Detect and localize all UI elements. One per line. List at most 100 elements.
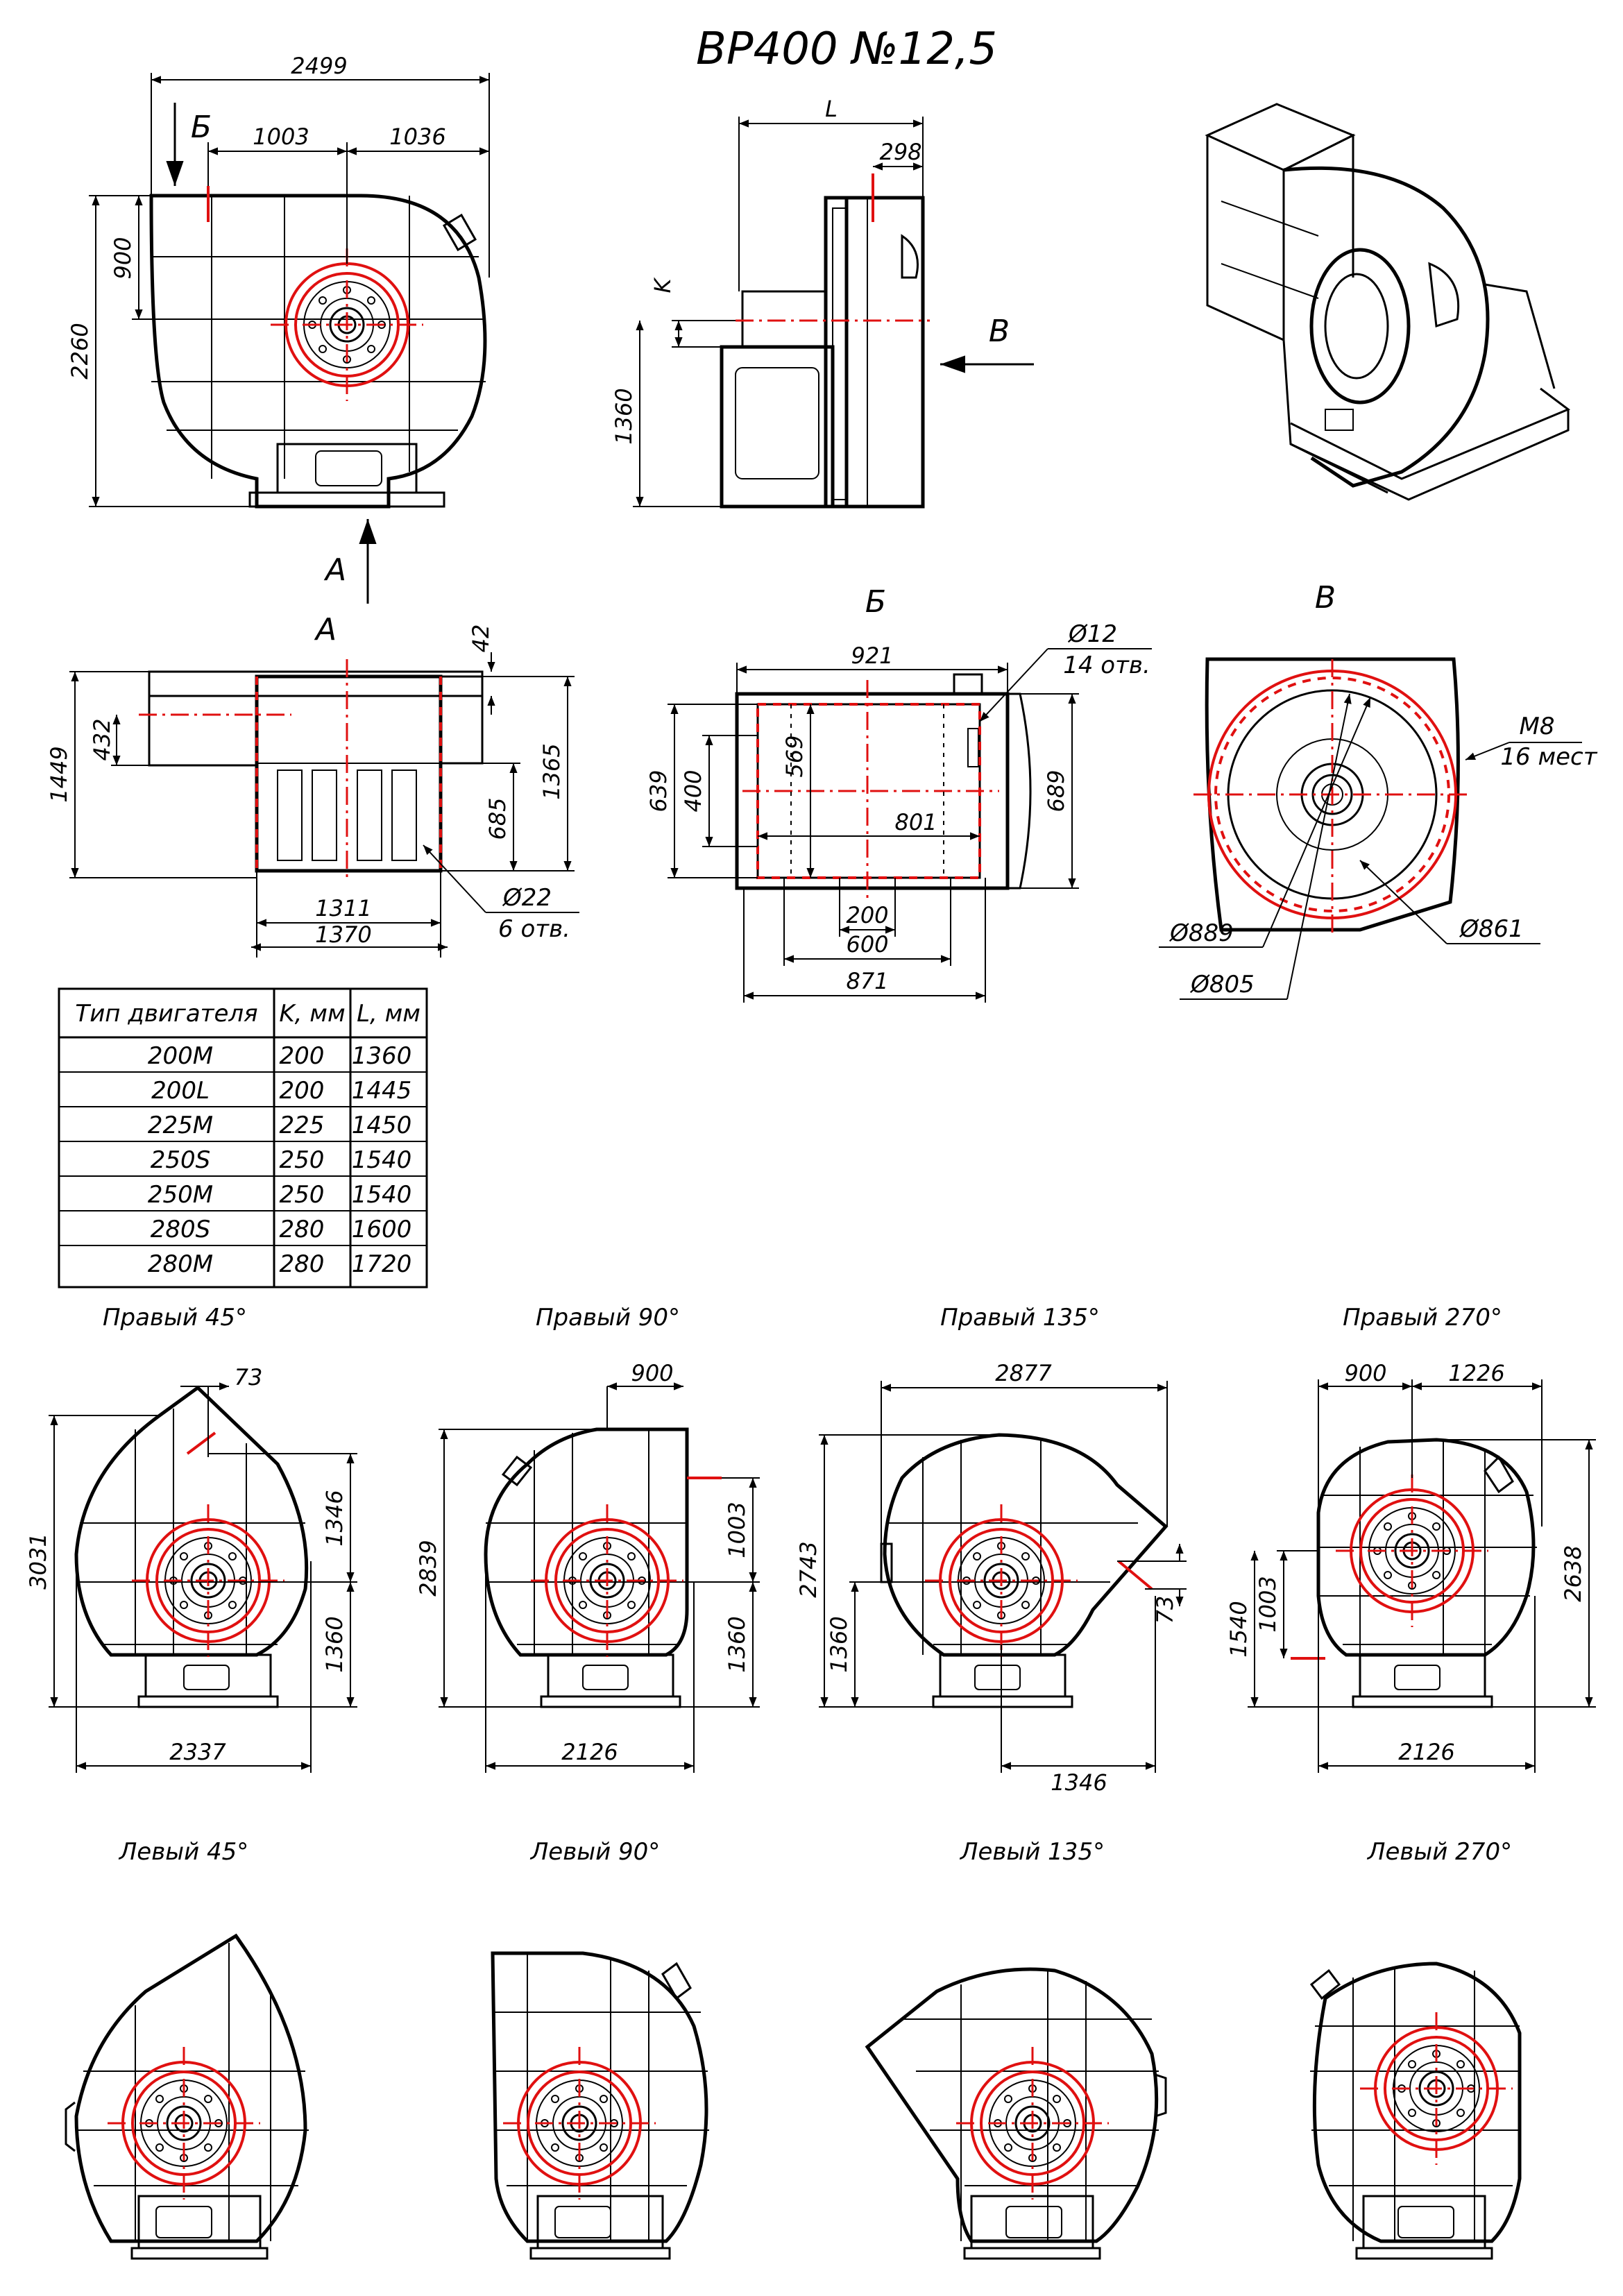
dim-r45-2337: 2337 [169,1739,226,1765]
dim-r45-1360: 1360 [321,1616,348,1672]
table-cell: 225M [148,1112,213,1139]
table-cell: 250S [151,1146,210,1174]
dim-front-left: 1003 [253,124,309,150]
position-label: Левый 90° [529,1838,661,1866]
dim-r90-2839: 2839 [415,1540,441,1596]
dim-v-861: Ø861 [1459,915,1524,943]
position-label: Правый 90° [536,1304,680,1332]
dim-b-639: 639 [645,769,672,812]
table-cell: 250 [280,1146,325,1174]
dim-r45-1346: 1346 [321,1490,348,1546]
dim-b-200: 200 [846,902,888,928]
dim-b-801: 801 [894,809,937,835]
dim-r135-1360: 1360 [826,1616,852,1672]
table-cell: 250 [280,1181,325,1209]
holes-b-size: Ø12 [1067,620,1117,648]
motor-table: Тип двигателя K, мм L, мм 200M 200 1360 … [58,987,428,1289]
position-label: Левый 135° [959,1838,1105,1866]
dim-v-805: Ø805 [1189,971,1255,998]
dim-b-600: 600 [846,931,888,958]
dim-a-432: 432 [89,718,115,760]
dim-r270-2638: 2638 [1560,1545,1586,1601]
position-label: Левый 270° [1366,1838,1512,1866]
dim-front-height: 2260 [67,323,93,379]
front-view: 2499 1003 1036 2260 900 Б А [67,53,490,604]
table-cell: 200 [280,1077,325,1105]
position-label: Правый 135° [940,1304,1100,1332]
table-cell: 200M [148,1042,213,1070]
dim-r270-1226: 1226 [1448,1360,1504,1386]
dim-v-889: Ø889 [1169,919,1234,947]
table-header-k: K, мм [279,1000,345,1028]
dim-r90-2126: 2126 [561,1739,618,1765]
table-cell: 1540 [352,1181,412,1209]
drawing-title: ВР400 №12,5 [696,24,997,75]
table-cell: 1360 [352,1042,412,1070]
dim-side-height: 1360 [611,388,637,444]
position-right-45: Правый 45° 73 3031 1346 1360 2337 [25,1304,357,1773]
table-cell: 1720 [352,1250,412,1278]
dim-r270-1540: 1540 [1225,1601,1252,1657]
dim-a-1311: 1311 [315,895,371,921]
dim-r270-1003: 1003 [1255,1576,1281,1632]
position-label: Левый 45° [118,1838,249,1866]
position-left-270: Левый 270° [1309,1838,1522,2260]
table-cell: 1600 [352,1216,412,1243]
dim-r90-1003: 1003 [724,1502,750,1558]
thread-count: 16 мест [1500,743,1597,771]
arrow-label-b: Б [191,110,212,145]
dim-r45-73: 73 [235,1364,263,1391]
dim-r135-73: 73 [1152,1596,1178,1624]
dim-b-871: 871 [846,968,888,994]
arrow-label-v: В [989,314,1010,349]
table-cell: 1445 [352,1077,412,1105]
dim-b-400: 400 [680,769,706,812]
table-cell: 280 [280,1250,325,1278]
table-cell: 225 [280,1112,325,1139]
dim-side-k: K [649,276,676,293]
dim-a-42: 42 [468,624,494,653]
table-header-l: L, мм [357,1000,420,1028]
dim-b-689: 689 [1043,769,1069,812]
dim-front-right: 1036 [389,124,445,150]
table-cell: 280 [280,1216,325,1243]
dim-r90-1360: 1360 [724,1616,750,1672]
holes-a-size: Ø22 [502,884,552,912]
dim-b-921: 921 [851,643,893,669]
dim-r45-3031: 3031 [25,1533,51,1589]
table-cell: 1450 [352,1112,412,1139]
view-v: В М8 16 мест Ø889 Ø805 Ø861 [1159,580,1598,1000]
dim-a-1370: 1370 [315,921,371,948]
dim-side-l: L [825,96,838,122]
dim-r135-2877: 2877 [995,1360,1052,1386]
side-view: L 298 K 1360 В [611,96,1034,509]
thread-size: М8 [1520,713,1555,740]
position-label: Правый 45° [103,1304,247,1332]
table-cell: 250M [148,1181,213,1209]
position-left-135: Левый 135° [865,1838,1167,2260]
holes-b-count: 14 отв. [1063,652,1150,679]
dim-r135-2743: 2743 [795,1541,822,1597]
table-cell: 280S [151,1216,210,1243]
position-left-45: Левый 45° [65,1838,309,2260]
position-right-135: Правый 135° 2877 2743 73 1360 1346 [795,1304,1187,1796]
position-right-90: Правый 90° 900 2839 1003 1360 2126 [415,1304,760,1773]
isometric-view [1205,103,1570,501]
dim-a-1449: 1449 [46,746,72,802]
table-cell: 280M [148,1250,213,1278]
table-cell: 200L [151,1077,210,1105]
arrow-label-a: А [323,552,346,588]
position-label: Правый 270° [1343,1304,1502,1332]
dim-b-569: 569 [781,735,808,777]
table-cell: 1540 [352,1146,412,1174]
dim-front-width: 2499 [291,53,347,79]
dim-r270-900: 900 [1344,1360,1386,1386]
view-b: Б 921 639 400 569 801 689 200 [645,584,1152,1003]
dim-side-298: 298 [879,139,921,165]
view-a: А 42 432 1449 1365 685 13 [46,612,579,958]
holes-a-count: 6 отв. [498,915,570,943]
view-b-label: Б [865,584,886,620]
view-a-label: А [314,612,337,647]
position-left-90: Левый 90° [491,1838,709,2260]
